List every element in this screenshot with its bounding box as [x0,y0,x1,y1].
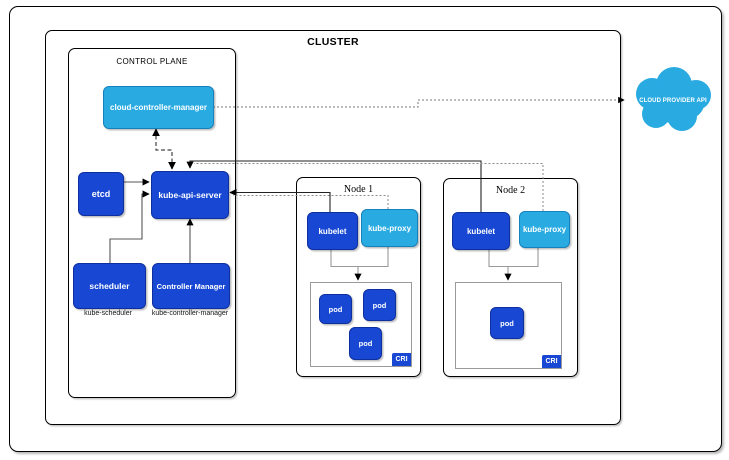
node-1-cri-badge: CRI [392,353,411,366]
node-2-cri-badge: CRI [542,355,561,368]
cloud-icon [636,67,711,131]
node-2-kubelet-box: kubelet [452,212,510,250]
kube-scheduler-sublabel: kube-scheduler [84,310,132,317]
scheduler-box: scheduler [73,263,146,309]
node-1-title: Node 1 [343,184,374,195]
node-2-pod-box: pod [490,307,524,339]
node-1-pod-box: pod [319,294,352,324]
control-plane-label: CONTROL PLANE [116,57,188,66]
etcd-box: etcd [78,172,124,216]
controller-manager-box: Controller Manager [152,263,230,309]
kube-controller-manager-sublabel: kube-controller-manager [151,310,229,317]
node-1-kubelet-box: kubelet [307,212,358,250]
node-2-title: Node 2 [495,185,526,196]
node-2-kube-proxy-box: kube-proxy [519,211,570,248]
cluster-box: CLUSTER [45,30,621,425]
node-1-pod-box: pod [363,289,396,321]
cloud-provider-api-label: CLOUD PROVIDER API [639,98,707,104]
node-1-pod-box: pod [349,327,382,360]
node-1-kube-proxy-box: kube-proxy [361,209,418,247]
cloud-provider-api-cloud: CLOUD PROVIDER API [626,62,720,140]
kube-api-server-box: kube-api-server [151,171,229,219]
control-plane-box: CONTROL PLANE [68,48,236,398]
cluster-label: CLUSTER [307,36,359,48]
cloud-controller-manager-box: cloud-controller-manager [103,86,214,129]
